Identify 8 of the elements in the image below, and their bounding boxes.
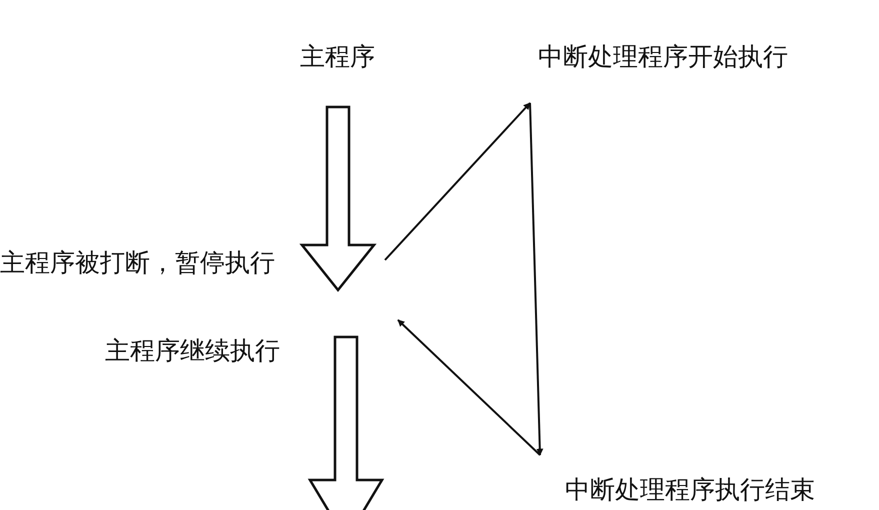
node-label: 中断处理程序执行结束 [565, 474, 815, 506]
node-label: 主程序继续执行 [105, 335, 280, 367]
node-label: 中断处理程序开始执行 [538, 41, 788, 73]
node-label: 主程序被打断，暂停执行 [0, 247, 275, 279]
arrow [384, 102, 531, 261]
node-label: 主程序 [300, 41, 375, 73]
arrow [529, 102, 544, 456]
arrow [397, 319, 541, 456]
